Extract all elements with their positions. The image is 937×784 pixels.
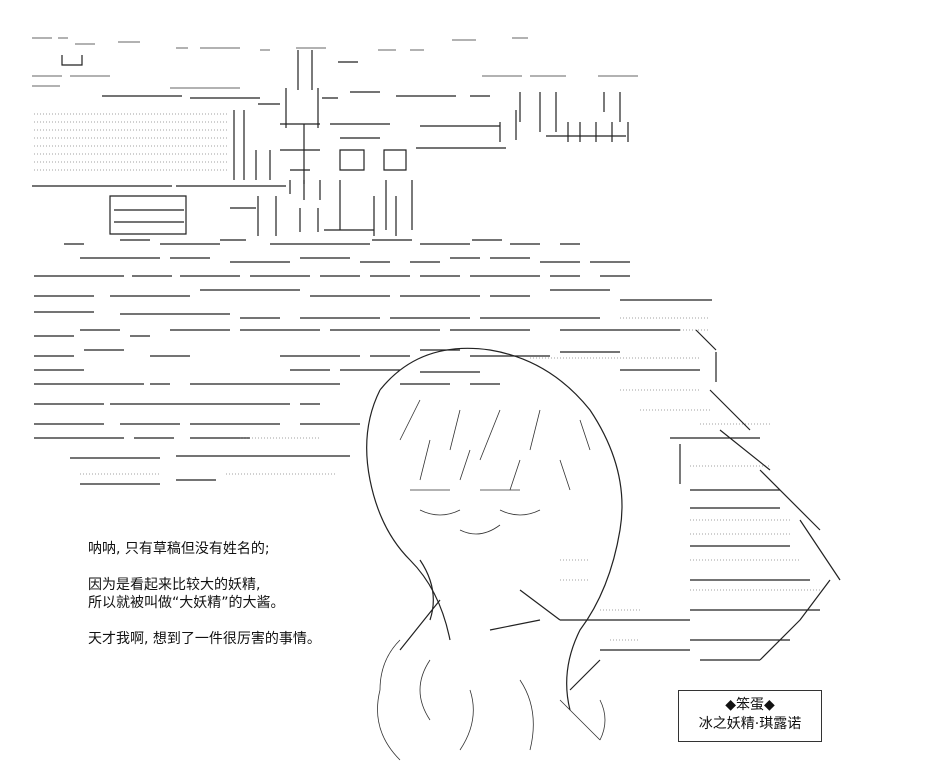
character-title: ◆笨蛋◆ [725, 697, 775, 713]
caption-line-1: 呐呐, 只有草稿但没有姓名的; [88, 541, 270, 557]
caption-line-4: 天才我啊, 想到了一件很厉害的事情。 [88, 631, 321, 647]
character-figure [366, 347, 690, 761]
town-skyline [32, 37, 841, 661]
character-name-box: ◆笨蛋◆ 冰之妖精·琪露诺 [678, 690, 822, 742]
caption-line-3: 所以就被叫做“大妖精”的大酱。 [88, 595, 285, 611]
caption-line-2: 因为是看起来比较大的妖精, [88, 577, 261, 593]
character-name: 冰之妖精·琪露诺 [698, 716, 802, 732]
